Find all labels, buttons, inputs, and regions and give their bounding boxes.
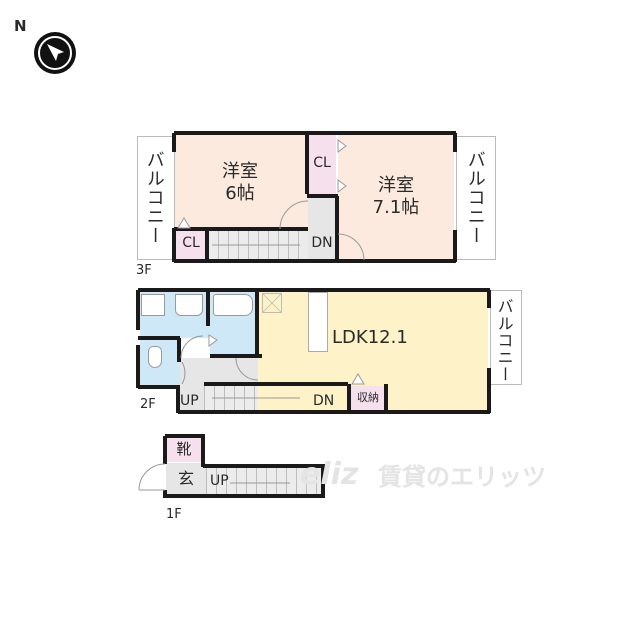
closet-3f-b-label: CL: [313, 155, 331, 171]
stairs-3f-down: [308, 198, 336, 260]
stairs-2f-down-label: DN: [313, 393, 335, 409]
ldk-label: LDK12.1: [332, 327, 408, 348]
stairs-3f-down-label: DN: [311, 235, 333, 251]
western-room-7-name: 洋室: [378, 175, 414, 196]
balcony-2f-label: バルコニー: [494, 298, 514, 383]
balcony-3f-left: [137, 136, 175, 260]
western-room-6-size: 6帖: [225, 183, 255, 204]
western-room-7-size: 7.1帖: [372, 197, 420, 218]
shoe-closet-label: 靴: [176, 440, 192, 458]
stairs-1f: [206, 468, 322, 495]
stairs-2f-up-label: UP: [180, 393, 199, 409]
balcony-3f-right-label: バルコニー: [464, 150, 486, 245]
floor-3f-label: 3F: [136, 263, 152, 278]
closet-3f-b: [308, 134, 336, 196]
watermark-logo: eliz: [300, 457, 359, 492]
floor-2f-label: 2F: [140, 397, 156, 412]
western-room-6: [175, 134, 308, 230]
bathtub-icon: [213, 294, 253, 316]
balcony-3f-right: [456, 136, 496, 260]
floor-1f-label: 1F: [166, 507, 182, 522]
shoe-closet: [166, 438, 202, 462]
western-room-7: [338, 134, 454, 260]
western-room-6-name: 洋室: [222, 161, 258, 182]
watermark-text: 賃貸のエリッツ: [378, 463, 546, 491]
storage-2f: [350, 386, 386, 412]
entrance: [166, 463, 206, 495]
washing-machine-icon: [141, 294, 165, 316]
entrance-label: 玄: [177, 469, 194, 488]
kitchen-counter: [308, 292, 328, 352]
sink-icon: [175, 294, 203, 316]
closet-3f-a-label: CL: [182, 235, 200, 251]
compass-north-label: N: [14, 17, 27, 35]
bathroom: [210, 318, 256, 356]
toilet-icon: [148, 346, 162, 368]
refrigerator-space: [262, 293, 282, 313]
closet-3f-a: [175, 230, 207, 260]
balcony-3f-left-label: バルコニー: [143, 150, 165, 245]
stairs-1f-up-label: UP: [210, 473, 229, 489]
balcony-2f: [490, 290, 522, 385]
storage-2f-label: 収納: [357, 391, 379, 404]
north-arrow-icon: [34, 32, 76, 74]
